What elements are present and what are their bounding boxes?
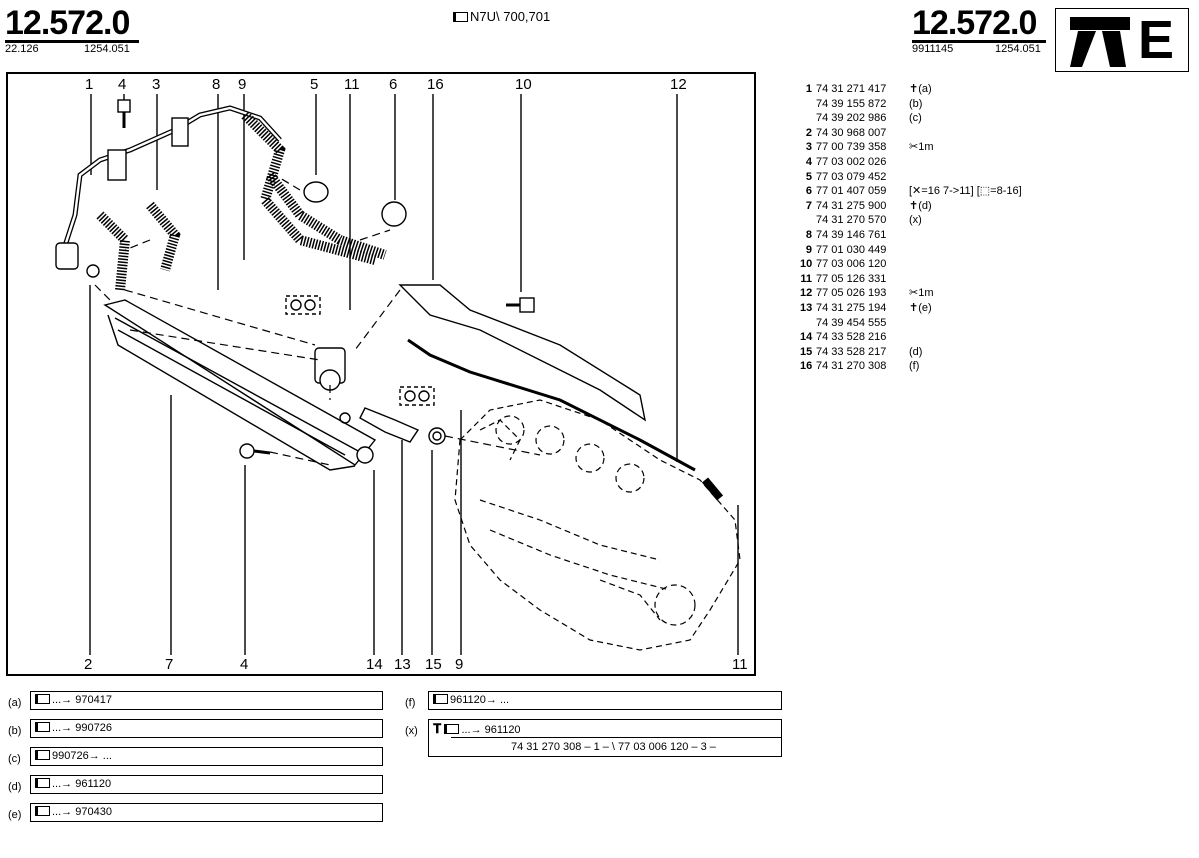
- page-sub-right-b: 1254.051: [995, 43, 1041, 55]
- note-box-b: ...→ 990726: [30, 719, 383, 738]
- callout-top-6: 6: [389, 76, 398, 93]
- callout-bottom-13: 13: [394, 656, 411, 673]
- note-box-c: 990726→ ...: [30, 747, 383, 766]
- note-label-f: (f): [405, 697, 416, 709]
- callout-bottom-4: 4: [240, 656, 249, 673]
- page-sub-left-a: 22.126: [5, 43, 39, 55]
- callout-top-12: 12: [670, 76, 687, 93]
- note-x-divider: [451, 737, 781, 738]
- callout-top-8: 8: [212, 76, 221, 93]
- note-label-c: (c): [8, 753, 21, 765]
- callout-top-3: 3: [152, 76, 161, 93]
- callout-bottom-7: 7: [165, 656, 174, 673]
- note-label-a: (a): [8, 697, 22, 709]
- callout-bottom-11: 11: [732, 656, 748, 673]
- note-label-b: (b): [8, 725, 22, 737]
- vehicle-icon: [35, 750, 50, 760]
- logo-letter: E: [1138, 10, 1175, 70]
- note-label-x: (x): [405, 725, 418, 737]
- vehicle-icon: [444, 724, 460, 734]
- page-ref-right-underline: [912, 40, 1046, 43]
- page-ref-left: 12.572.0: [5, 4, 130, 42]
- callout-top-9: 9: [238, 76, 247, 93]
- callout-top-1: 1: [85, 76, 94, 93]
- callout-bottom-14: 14: [366, 656, 383, 673]
- callout-bottom-2: 2: [84, 656, 93, 673]
- renault-logo: E: [1055, 8, 1189, 72]
- note-label-d: (d): [8, 781, 22, 793]
- callout-top-4: 4: [118, 76, 127, 93]
- callout-bottom-15: 15: [425, 656, 442, 673]
- vehicle-icon: [35, 778, 50, 788]
- note-box-d: ...→ 961120: [30, 775, 383, 794]
- diagram-frame: [6, 72, 756, 676]
- note-box-a: ...→ 970417: [30, 691, 383, 710]
- t-symbol-icon: 𝐓: [433, 721, 442, 736]
- vehicle-icon: [35, 806, 50, 816]
- note-label-e: (e): [8, 809, 22, 821]
- vehicle-icon: [35, 722, 50, 732]
- page-sub-left-b: 1254.051: [84, 43, 130, 55]
- note-box-x: 𝐓 ...→ 961120 74 31 270 308 – 1 – \ 77 0…: [428, 719, 782, 757]
- callout-top-16: 16: [427, 76, 444, 93]
- note-box-e: ...→ 970430: [30, 803, 383, 822]
- callout-top-10: 10: [515, 76, 532, 93]
- note-x-detail: 74 31 270 308 – 1 – \ 77 03 006 120 – 3 …: [511, 741, 716, 753]
- vehicle-icon: [453, 12, 468, 22]
- callout-bottom-9: 9: [455, 656, 464, 673]
- page-ref-right: 12.572.0: [912, 4, 1037, 42]
- tr-logo-icon: [1070, 17, 1130, 67]
- note-box-f: 961120→ ...: [428, 691, 782, 710]
- callout-top-5: 5: [310, 76, 319, 93]
- page-sub-right-a: 9911145: [912, 43, 954, 55]
- model-line: N7U\ 700,701: [453, 9, 550, 24]
- vehicle-icon: [433, 694, 448, 704]
- vehicle-icon: [35, 694, 50, 704]
- callout-top-11: 11: [344, 76, 360, 93]
- page-ref-left-underline: [5, 40, 139, 43]
